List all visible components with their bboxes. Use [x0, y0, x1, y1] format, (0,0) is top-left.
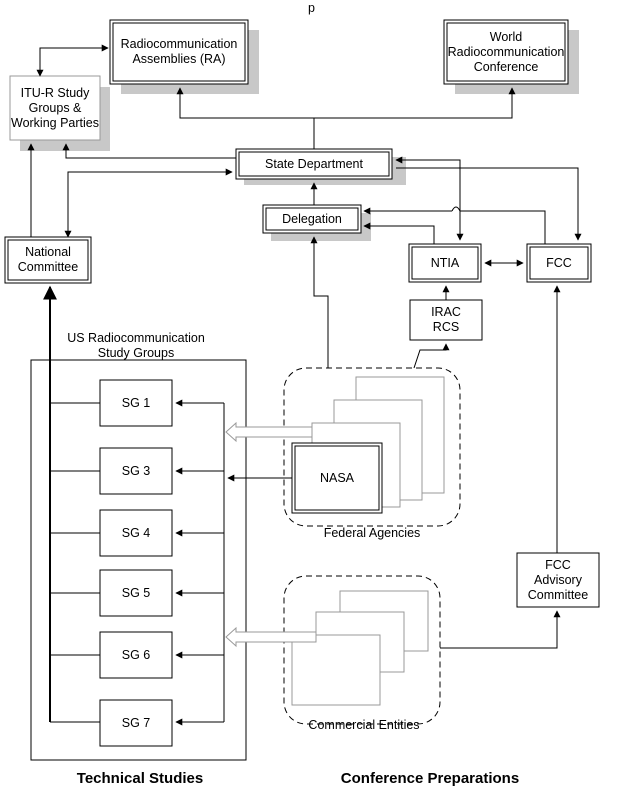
single-boxes: [9, 75, 600, 761]
footer-conference-preparations: Conference Preparations: [340, 770, 520, 787]
nasa-box: [291, 442, 383, 514]
agency-stack: [291, 376, 445, 706]
double-boxes: [4, 19, 592, 284]
footer-technical-studies: Technical Studies: [76, 770, 204, 787]
dashed-groups: [283, 367, 461, 725]
hollow-arrows: [225, 421, 317, 648]
connectors: [27, 44, 582, 726]
